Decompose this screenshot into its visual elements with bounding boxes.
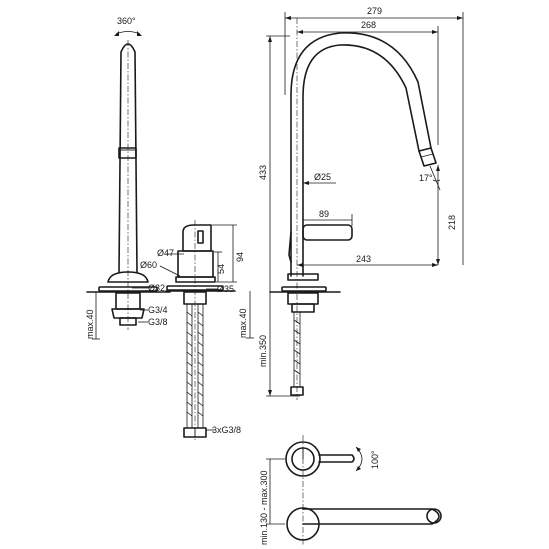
- rotation-arrow-left: [114, 31, 119, 36]
- handle-cartridge: [177, 250, 214, 278]
- handle-body-view: 94 54 Ø47 Ø60 Ø35 max.40 3xG3/8: [140, 220, 254, 440]
- top-lever: [318, 454, 355, 463]
- handle-lever: [182, 224, 212, 252]
- g38-label: G3/8: [148, 317, 168, 327]
- dim279-arrow-right: [457, 16, 463, 20]
- dim433-label: 433: [258, 165, 268, 180]
- rotation-arrow-right: [137, 31, 142, 36]
- dia35-label: Ø35: [217, 284, 234, 294]
- dia60-leader: [159, 265, 181, 277]
- dim279-label: 279: [367, 6, 382, 16]
- gooseneck-outer: [290, 32, 432, 277]
- handle-indicator: [197, 230, 204, 244]
- hose-left: [186, 304, 193, 428]
- dim218-arrow-bottom: [436, 259, 440, 265]
- dia32-label: Ø32: [148, 283, 165, 293]
- spray-angle-arc: [432, 179, 441, 182]
- dim243-label: 243: [356, 254, 371, 264]
- dim218-label: 218: [447, 215, 457, 230]
- front-shank: [287, 292, 319, 305]
- top-view: 100° min.130 - max.300: [259, 435, 442, 546]
- dim433-arrow-top: [268, 36, 272, 42]
- dim218-arrow-top: [436, 165, 440, 171]
- top-spout-head: [426, 508, 442, 524]
- handle-angle-arrow-top: [356, 447, 361, 452]
- spout-nozzle-ring: [118, 147, 137, 159]
- faucet-front-view: 279 268 433 min.350 Ø25 89 218 243: [258, 6, 464, 400]
- dia25-label: Ø25: [314, 172, 331, 182]
- min350-label: min.350: [258, 335, 268, 367]
- rotation-label: 360°: [117, 16, 136, 26]
- dim89-label: 89: [319, 209, 329, 219]
- handle-base-ring: [175, 276, 216, 283]
- gooseneck-inner: [302, 44, 420, 277]
- dia60-label: Ø60: [140, 260, 157, 270]
- spout-nut: [111, 308, 145, 319]
- dia25-arrow: [303, 181, 309, 185]
- dim94-label: 94: [235, 252, 245, 262]
- spacing-label: min.130 - max.300: [259, 470, 269, 545]
- front-handle: [302, 224, 353, 241]
- g34-label: G3/4: [148, 305, 168, 315]
- rotation-arc: [115, 31, 141, 35]
- dim243-arrow-right: [432, 263, 438, 267]
- front-hose-fitting: [290, 386, 304, 396]
- handle-angle-arrow-bottom: [356, 466, 361, 471]
- dim268-arrow-left: [297, 30, 303, 34]
- handle-angle-label: 100°: [370, 450, 380, 469]
- top-handle-outer: [285, 441, 321, 477]
- hose-right: [197, 304, 204, 428]
- dim243-arrow-left: [297, 263, 303, 267]
- dim268-arrow-right: [432, 30, 438, 34]
- dim268-label: 268: [361, 20, 376, 30]
- spray-head-seam: [420, 153, 434, 158]
- handle-side-cap: [288, 231, 292, 263]
- dim54-label: 54: [216, 264, 226, 274]
- min350-arrow-bottom: [268, 390, 272, 396]
- top-spout-arm: [302, 508, 440, 525]
- spray-angle-label: 17°: [419, 173, 433, 183]
- dim279-arrow-left: [285, 16, 291, 20]
- dia47-label: Ø47: [157, 248, 174, 258]
- hoses-label: 3xG3/8: [212, 425, 241, 435]
- front-mount-plate: [281, 286, 327, 292]
- spray-head: [418, 147, 437, 167]
- spout-side-view: 360° Ø32 G3/4 G3/8 max.40: [85, 16, 171, 340]
- front-shank-lower: [291, 303, 315, 313]
- max40-left-label: max.40: [85, 309, 95, 339]
- spray-angle-line: [429, 165, 441, 191]
- front-base: [287, 273, 319, 281]
- front-hose: [293, 312, 301, 387]
- max40-right-label: max.40: [238, 308, 248, 338]
